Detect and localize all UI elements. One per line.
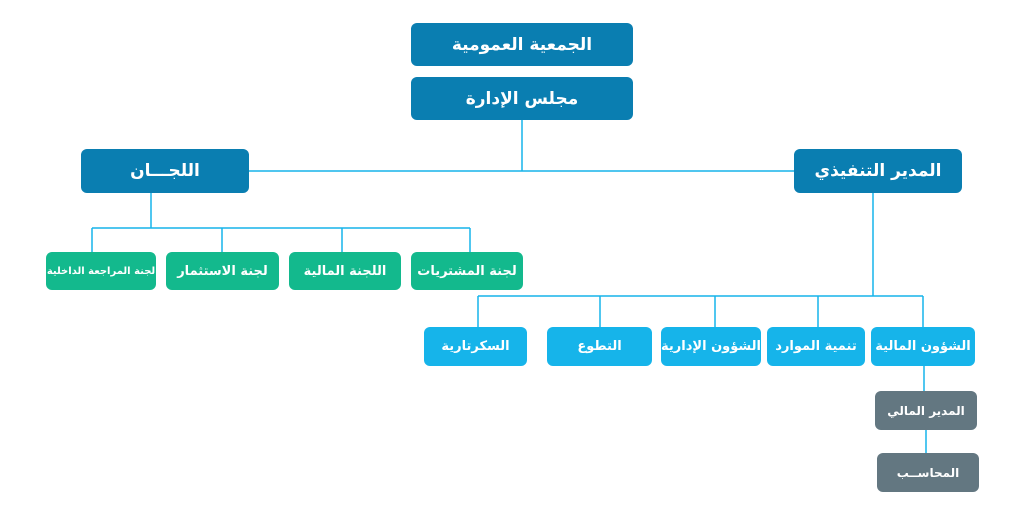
finance-committee-box: اللجنة المالية xyxy=(289,252,401,290)
resource-development-box: تنمية الموارد xyxy=(767,327,865,366)
secretariat-box: السكرتارية xyxy=(424,327,527,366)
internal-audit-committee-box: لجنة المراجعة الداخلية xyxy=(46,252,156,290)
general-assembly-box: الجمعية العمومية xyxy=(411,23,633,66)
volunteering-box: التطوع xyxy=(547,327,652,366)
financial-affairs-box: الشؤون المالية xyxy=(871,327,975,366)
executive-director-box: المدير التنفيذي xyxy=(794,149,962,193)
board-box: مجلس الإدارة xyxy=(411,77,633,120)
administrative-affairs-box: الشؤون الإدارية xyxy=(661,327,761,366)
financial-manager-box: المدير المالي xyxy=(875,391,977,430)
investment-committee-box: لجنة الاستثمار xyxy=(166,252,279,290)
procurement-committee-box: لجنة المشتريات xyxy=(411,252,523,290)
accountant-box: المحاســب xyxy=(877,453,979,492)
committees-box: اللجـــان xyxy=(81,149,249,193)
